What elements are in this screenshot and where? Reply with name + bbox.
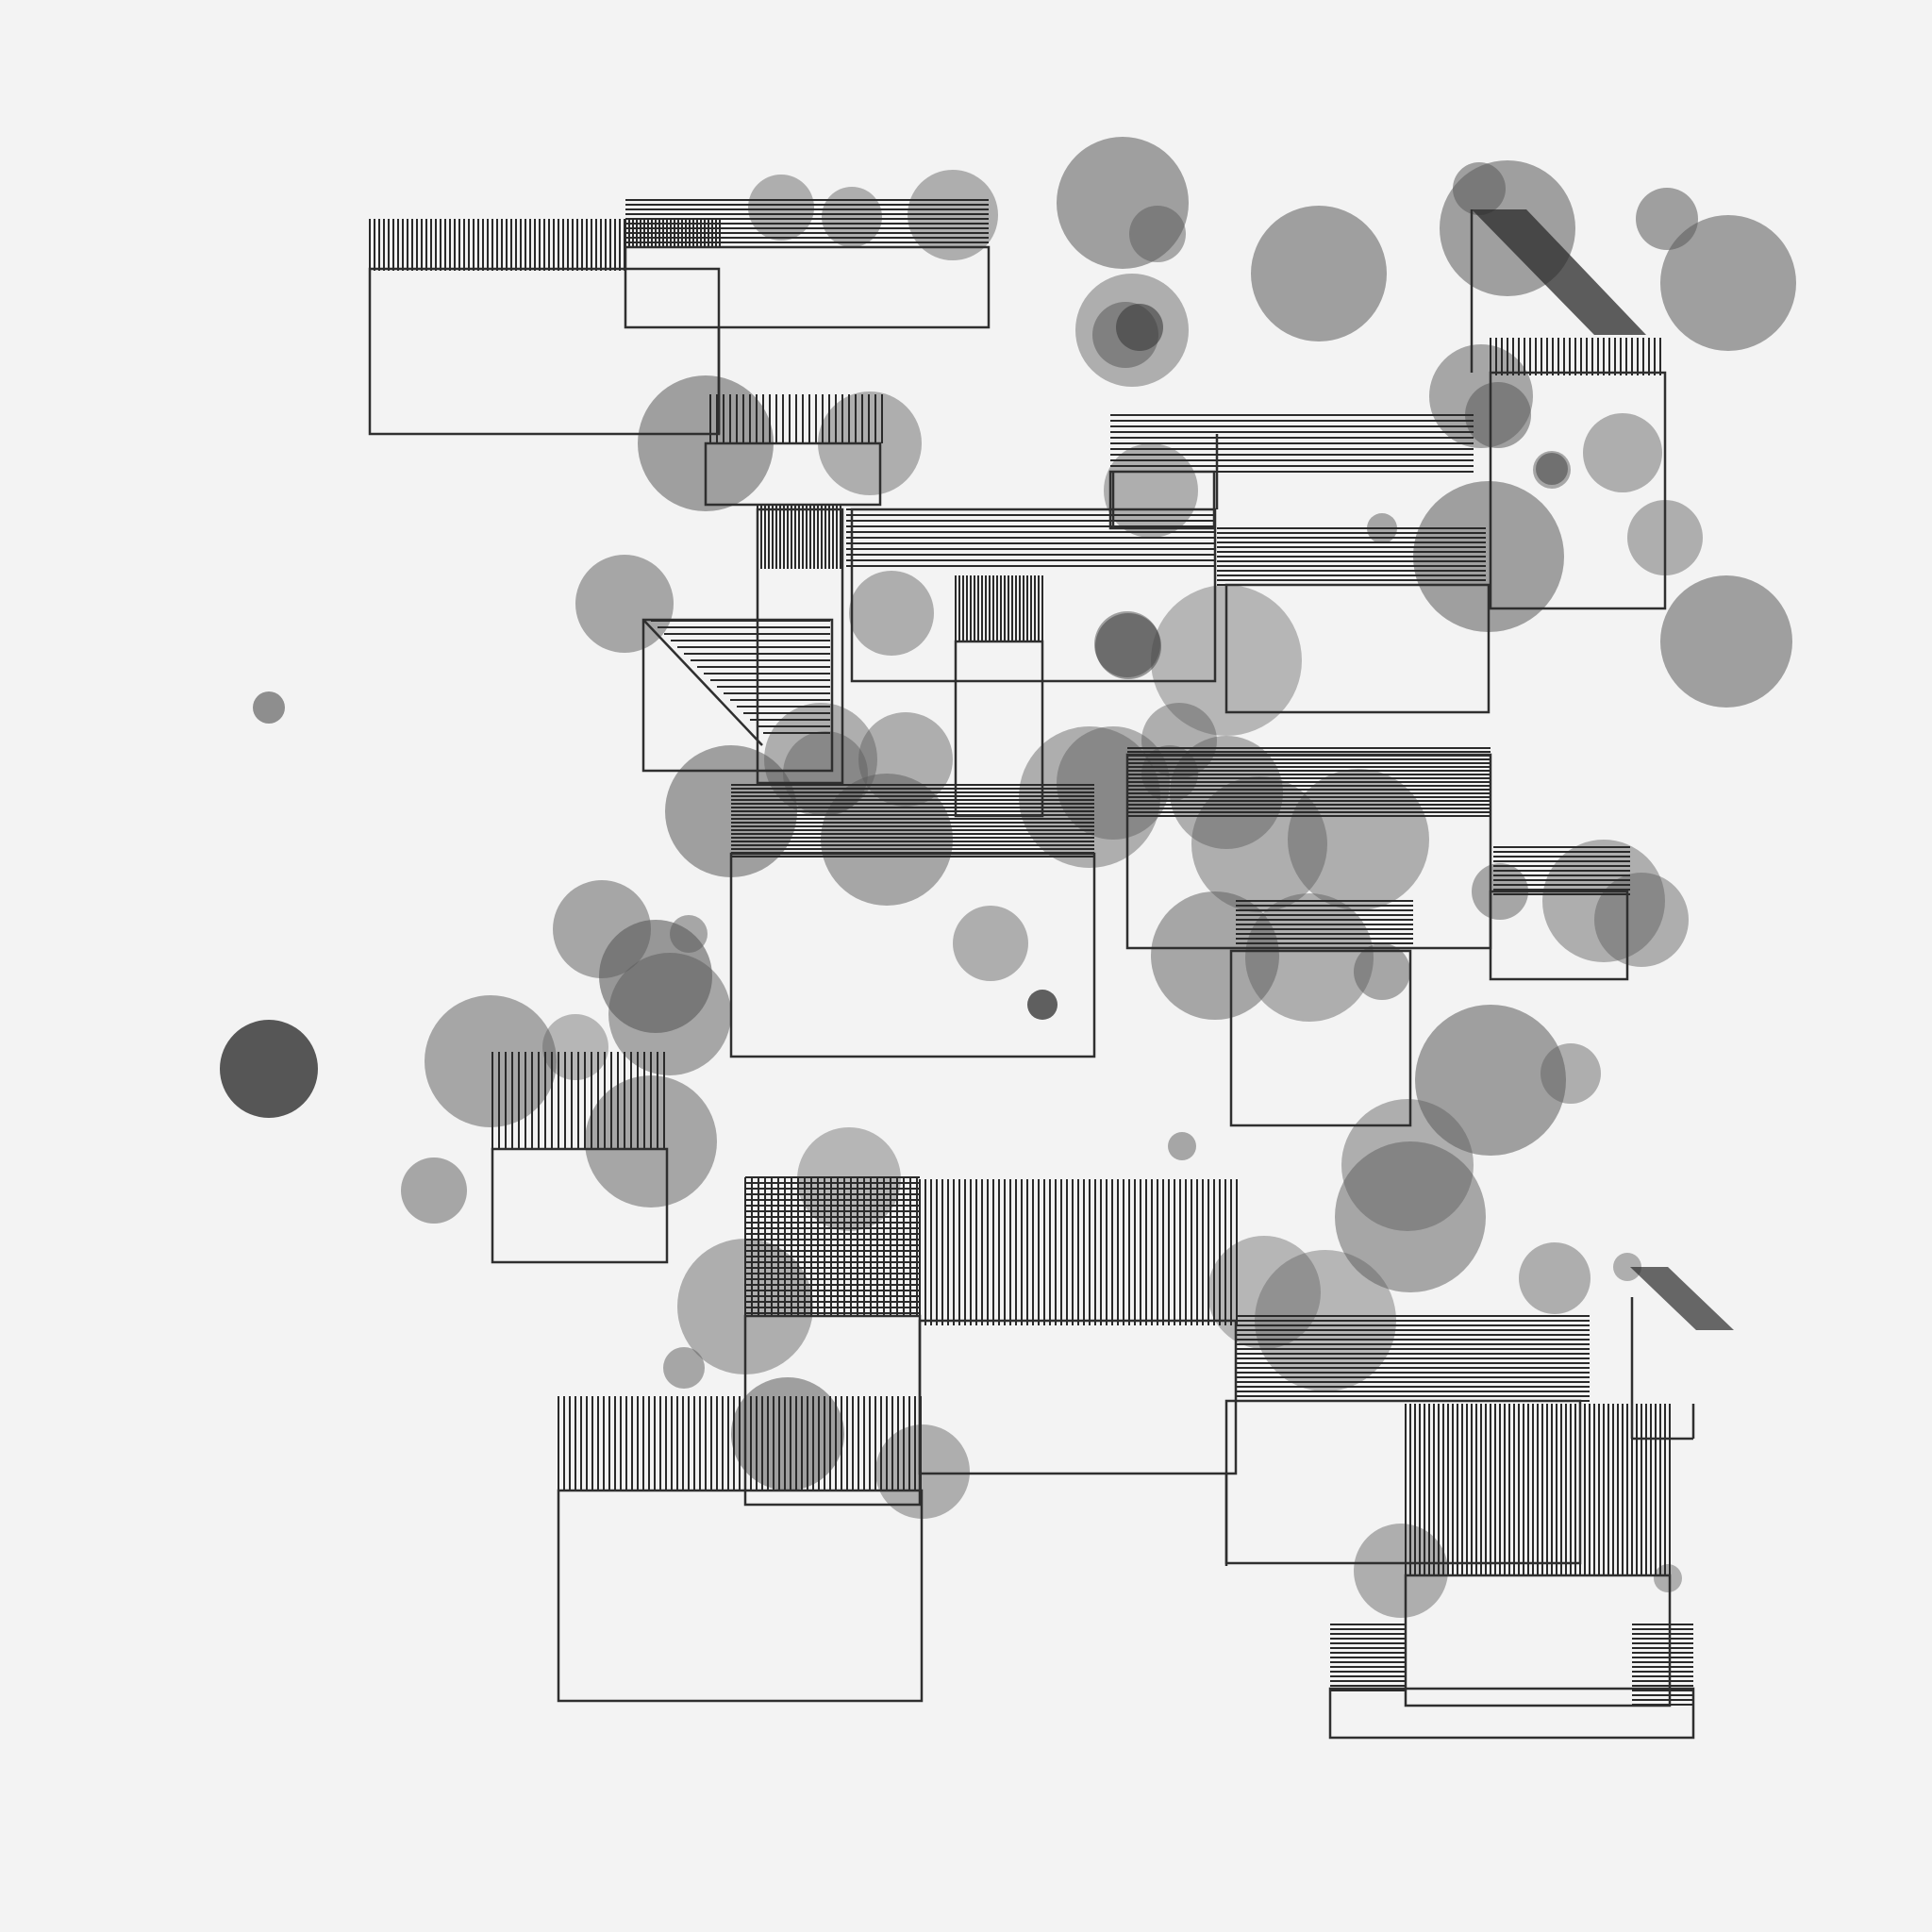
outline-rect-16 — [557, 1489, 924, 1703]
hatch-block-19 — [1236, 1315, 1590, 1402]
hatched-circle-61 — [1613, 1253, 1641, 1281]
hatched-circle-19 — [1413, 481, 1564, 632]
outline-rect-6 — [1108, 470, 1216, 530]
hatch-block-16 — [744, 1177, 918, 1317]
outline-layer — [368, 209, 1695, 1740]
outline-rect-10 — [1229, 949, 1412, 1127]
hatch-block-9 — [1490, 338, 1661, 375]
outline-rect-8 — [1489, 371, 1667, 610]
hatch-block-13 — [1127, 747, 1491, 817]
hatched-circle-47 — [425, 995, 557, 1127]
hatched-circle-63 — [797, 1127, 901, 1231]
hatch-block-14 — [491, 1052, 665, 1149]
hatch-block-17 — [919, 1179, 1238, 1325]
parallelogram-top-right — [1472, 209, 1646, 335]
parallelogram-bottom-right — [1630, 1267, 1734, 1330]
hatched-circle-33 — [1191, 776, 1327, 912]
outline-rect-4 — [850, 508, 1217, 683]
hatch-block-10 — [1493, 846, 1630, 895]
hatched-circle-62 — [1519, 1242, 1591, 1314]
outline-rect-18 — [1404, 1574, 1672, 1707]
hatched-circle-21 — [849, 571, 934, 656]
stair-hatch — [651, 620, 830, 734]
outline-rect-15 — [918, 1319, 1238, 1475]
dark-circle-2 — [1027, 990, 1058, 1020]
hatch-block-8 — [1217, 527, 1486, 586]
dark-circle-5 — [1536, 453, 1568, 485]
hatched-circle-50 — [1415, 1005, 1566, 1156]
hatched-circle-51 — [1541, 1043, 1601, 1104]
outline-rect-9 — [1125, 753, 1492, 950]
hatched-circle-53 — [1335, 1141, 1486, 1292]
hatch-block-18 — [558, 1396, 922, 1491]
hatch-layer — [369, 199, 1734, 1706]
hatched-circle-29 — [783, 731, 868, 816]
hatch-block-6 — [955, 575, 1043, 641]
dark-circle-1 — [253, 691, 285, 724]
outline-rect-13 — [491, 1147, 669, 1264]
hatch-block-2 — [625, 219, 721, 247]
hatched-circle-7 — [748, 175, 814, 241]
hatched-circle-64 — [731, 1377, 844, 1491]
hatched-circle-57 — [663, 1347, 705, 1389]
hatched-circle-49 — [401, 1158, 467, 1224]
hatched-circle-20 — [575, 555, 674, 653]
outline-rect-12 — [1489, 890, 1629, 981]
hatched-circle-39 — [1594, 873, 1689, 967]
hatched-circle-1 — [1129, 206, 1186, 262]
hatched-circle-66 — [1168, 1132, 1196, 1160]
outline-rect-7 — [1224, 583, 1491, 714]
hatched-circle-6 — [1660, 215, 1796, 351]
hatched-circle-42 — [1354, 943, 1410, 1000]
hatched-circle-46 — [670, 915, 708, 953]
outline-rect-1 — [624, 245, 991, 329]
hatch-block-3 — [709, 394, 883, 443]
hatched-circle-18 — [1104, 443, 1198, 538]
connector-line-5 — [642, 619, 763, 746]
hatch-block-20 — [1405, 1404, 1671, 1576]
hatched-circle-69 — [953, 906, 1028, 981]
hatch-block-0 — [369, 219, 625, 271]
hatch-block-12 — [731, 784, 1094, 858]
outline-rect-20 — [641, 618, 834, 773]
hatched-circle-3 — [1251, 206, 1387, 341]
hatch-block-7 — [1110, 414, 1474, 473]
dark-circle-3 — [1116, 304, 1163, 351]
outline-rect-3 — [756, 508, 844, 785]
outline-rect-11 — [729, 852, 1096, 1058]
outline-rect-5 — [954, 640, 1044, 818]
hatched-circle-15 — [1583, 413, 1662, 492]
hatched-circle-17 — [1660, 575, 1792, 708]
outline-rect-19 — [1328, 1687, 1695, 1740]
hatched-circle-41 — [1245, 893, 1374, 1022]
outline-rect-2 — [704, 441, 882, 507]
hatch-block-4 — [757, 505, 841, 569]
hatched-circle-60 — [1654, 1564, 1682, 1592]
hatched-circle-45 — [608, 953, 731, 1075]
dark-circle-4 — [1095, 613, 1161, 679]
hatch-block-21 — [1330, 1624, 1406, 1691]
dark-circle-0 — [220, 1020, 318, 1118]
